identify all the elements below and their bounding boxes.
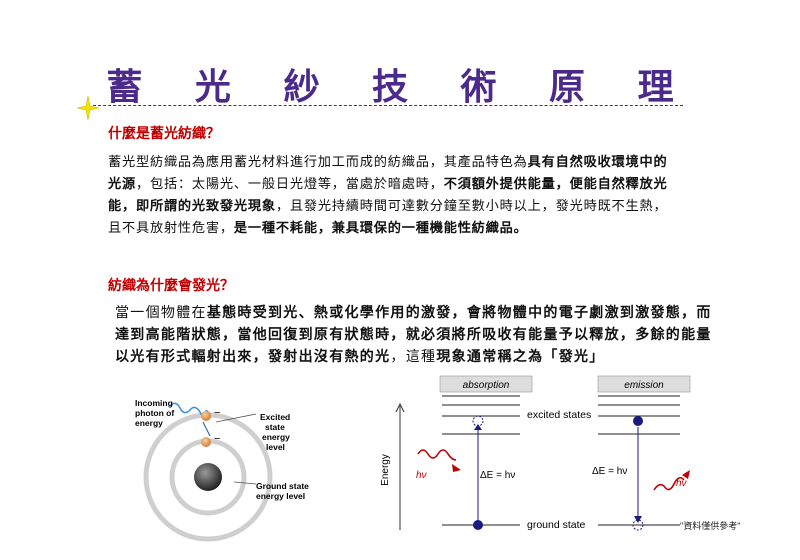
photon-out-wave bbox=[653, 476, 685, 491]
bold-run: 基態時受到光、熱或化學作用的激發，會將物體中的電子劇激到激發態，而達到高能階狀態… bbox=[115, 305, 712, 365]
delta-e-emission: ΔE = hν bbox=[592, 466, 627, 477]
bold-run: 具有自然吸收環境中的光源 bbox=[108, 155, 668, 192]
nucleus bbox=[194, 463, 222, 491]
emission-box bbox=[597, 375, 691, 393]
ground-state-label: ground state bbox=[527, 519, 586, 531]
section2-heading: 紡織為什麼會發光？ bbox=[108, 278, 234, 294]
reference-note: "資料僅供參考" bbox=[680, 521, 741, 531]
absorption-box bbox=[439, 375, 533, 393]
energy-level-diagram: absorption emission Energy excited state… bbox=[380, 375, 691, 531]
energy-axis-label: Energy bbox=[380, 454, 391, 486]
excited-label: level bbox=[266, 442, 285, 452]
ground-label: Ground state bbox=[256, 481, 309, 491]
excited-label: Excited bbox=[260, 412, 290, 422]
sparkle-icon bbox=[77, 96, 99, 120]
incoming-label: energy bbox=[135, 418, 163, 428]
excited-electron bbox=[633, 416, 643, 426]
minus-sign: − bbox=[214, 407, 220, 419]
incoming-label: Incoming bbox=[135, 398, 173, 408]
atom-diagram: − − Incoming photon of energy Excited st… bbox=[135, 398, 309, 542]
bold-run: 是一種不耗能，兼具環保的一種機能性紡織品。 bbox=[233, 221, 528, 236]
photon-in-wave bbox=[417, 449, 457, 461]
excited-states-label: excited states bbox=[527, 409, 591, 421]
page-title: 蓄 光 紗 技 術 原 理 bbox=[106, 66, 694, 108]
section2-paragraph: 當一個物體在基態時受到光、熱或化學作用的激發，會將物體中的電子劇激到激發態，而達… bbox=[115, 302, 715, 368]
text-run: ，包括：太陽光、一般日光燈等，當處於暗處時， bbox=[135, 177, 444, 192]
hv-right: hν bbox=[676, 478, 687, 489]
minus-sign: − bbox=[214, 433, 220, 445]
excited-electron bbox=[201, 411, 211, 421]
text-run: 蓄光型紡織品為應用蓄光材料進行加工而成的紡織品，其產品特色為 bbox=[108, 155, 528, 170]
transition-arrow bbox=[202, 421, 211, 437]
emission-label: emission bbox=[624, 380, 664, 391]
section1-paragraph: 蓄光型紡織品為應用蓄光材料進行加工而成的紡織品，其產品特色為具有自然吸收環境中的… bbox=[108, 152, 673, 240]
ground-electron bbox=[473, 520, 483, 530]
title-divider bbox=[93, 105, 683, 106]
text-run: 當一個物體在 bbox=[115, 305, 207, 321]
hv-left: hν bbox=[416, 470, 427, 481]
ground-electron bbox=[201, 437, 211, 447]
bold-run: 現象通常稱之為「發光」 bbox=[436, 349, 605, 365]
excited-label: energy bbox=[262, 432, 290, 442]
absorption-label: absorption bbox=[463, 380, 510, 391]
excited-label: state bbox=[265, 422, 285, 432]
delta-e-absorption: ΔE = hν bbox=[480, 470, 515, 481]
ground-hole bbox=[632, 519, 644, 531]
excited-electron-empty bbox=[472, 415, 484, 427]
ground-label: energy level bbox=[256, 491, 305, 501]
section1-heading: 什麼是蓄光紡織？ bbox=[108, 126, 220, 142]
incoming-label: photon of bbox=[135, 408, 174, 418]
text-run: ，這種 bbox=[390, 349, 437, 365]
text-run: ，且發光持續時間可達數分鐘至數小時以上，發光時既不生熱，且不具放射性危害， bbox=[108, 199, 668, 236]
bold-run: 不須額外提供能量，便能自然釋放光能，即所謂的光致發光現象 bbox=[108, 177, 668, 214]
